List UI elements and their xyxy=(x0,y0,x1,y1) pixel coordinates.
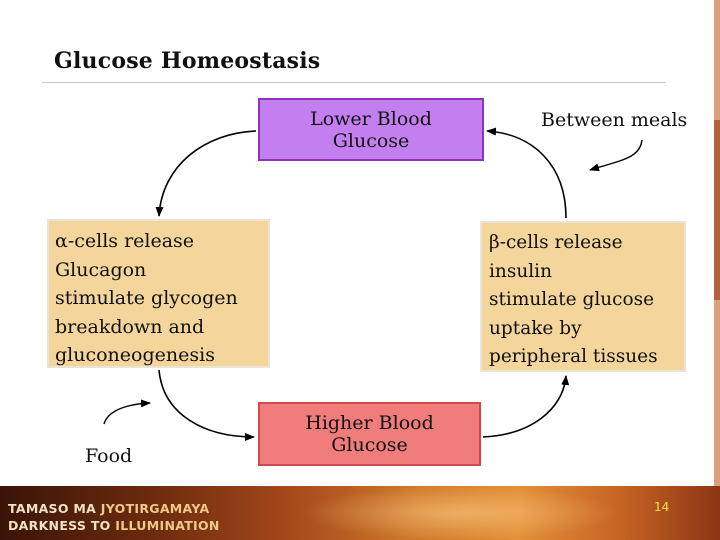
higher-box-line-2: Glucose xyxy=(331,434,408,456)
arrow-beta-to-lower xyxy=(486,127,567,219)
banner-glow xyxy=(300,486,620,540)
arrow-higher-to-beta xyxy=(482,375,570,438)
beta-line-5: peripheral tissues xyxy=(489,346,658,367)
beta-cells-box: β-cells release insulin stimulate glucos… xyxy=(480,221,686,372)
higher-blood-glucose-box: Higher Blood Glucose xyxy=(258,402,481,466)
arrow-food xyxy=(103,399,151,425)
lower-box-line-2: Glucose xyxy=(332,129,410,152)
banner-line-2-a: DARKNESS TO xyxy=(8,518,111,533)
title-divider xyxy=(42,82,666,83)
alpha-line-2: Glucagon xyxy=(55,258,147,281)
beta-line-3: stimulate glucose xyxy=(489,289,655,310)
beta-line-2: insulin xyxy=(489,260,552,282)
food-label: Food xyxy=(85,445,133,467)
footer-banner: TAMASO MA JYOTIRGAMAYA DARKNESS TO ILLUM… xyxy=(0,486,720,540)
lower-blood-glucose-box: Lower Blood Glucose xyxy=(258,98,484,161)
arrow-alpha-to-higher xyxy=(158,369,255,441)
banner-line-1-a: TAMASO MA xyxy=(8,501,97,516)
slide-title: Glucose Homeostasis xyxy=(54,48,321,74)
alpha-line-1: α-cells release xyxy=(55,230,195,252)
higher-box-line-1: Higher Blood xyxy=(305,412,434,434)
alpha-line-5: gluconeogenesis xyxy=(55,344,215,366)
between-meals-label: Between meals xyxy=(541,109,688,131)
banner-line-1-b: JYOTIRGAMAYA xyxy=(96,501,210,516)
beta-line-4: uptake by xyxy=(489,317,582,339)
alpha-line-3: stimulate glycogen xyxy=(55,287,238,309)
banner-line-2: DARKNESS TO ILLUMINATION xyxy=(8,518,220,533)
arrow-lower-to-alpha xyxy=(155,130,257,217)
arrow-between-meals xyxy=(589,139,643,172)
right-edge-bar xyxy=(714,0,720,486)
banner-line-1: TAMASO MA JYOTIRGAMAYA xyxy=(8,501,209,516)
beta-line-1: β-cells release xyxy=(489,232,623,253)
right-edge-bar-accent xyxy=(714,120,720,300)
alpha-line-4: breakdown and xyxy=(55,315,205,338)
alpha-cells-box: α-cells release Glucagon stimulate glyco… xyxy=(47,219,270,368)
banner-line-2-b: ILLUMINATION xyxy=(110,518,220,533)
lower-box-line-1: Lower Blood xyxy=(310,107,432,130)
page-number: 14 xyxy=(654,500,670,514)
